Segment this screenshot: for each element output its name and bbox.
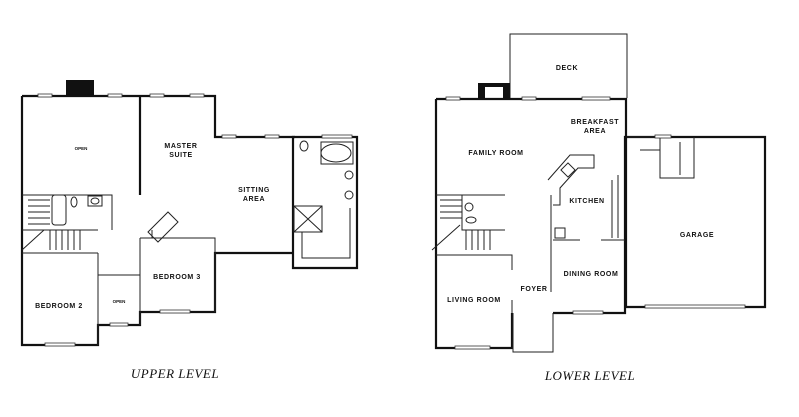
- room-label-garage: GARAGE: [680, 232, 714, 239]
- room-label-foyer: FOYER: [520, 286, 547, 293]
- room-label-family-room: FAMILY ROOM: [468, 150, 523, 157]
- room-label-sitting-area: SITTING: [238, 187, 270, 194]
- room-label-master-suite-2: SUITE: [169, 152, 193, 159]
- lower-level-plan: DECK BREAKFAST AREA FAMILY ROOM KITCHEN …: [431, 33, 767, 383]
- room-label-breakfast-area: BREAKFAST: [571, 119, 619, 126]
- room-label-dining-room: DINING ROOM: [564, 271, 619, 278]
- room-label-open-2: OPEN: [113, 299, 126, 304]
- room-label-open: OPEN: [75, 146, 88, 151]
- chimney: [66, 80, 94, 96]
- room-label-living-room: LIVING ROOM: [447, 297, 501, 304]
- room-label-bedroom-2: BEDROOM 2: [35, 303, 83, 310]
- room-label-master-suite: MASTER: [164, 143, 197, 150]
- room-label-breakfast-area-2: AREA: [584, 128, 606, 135]
- room-label-bedroom-3: BEDROOM 3: [153, 274, 201, 281]
- room-label-sitting-area-2: AREA: [243, 196, 265, 203]
- lower-level-caption: LOWER LEVEL: [544, 368, 635, 383]
- upper-level-caption: UPPER LEVEL: [131, 366, 219, 381]
- room-label-deck: DECK: [556, 65, 578, 72]
- upper-level-plan: OPEN MASTER SUITE SITTING AREA BEDROOM 3…: [20, 80, 359, 381]
- room-label-kitchen: KITCHEN: [569, 198, 604, 205]
